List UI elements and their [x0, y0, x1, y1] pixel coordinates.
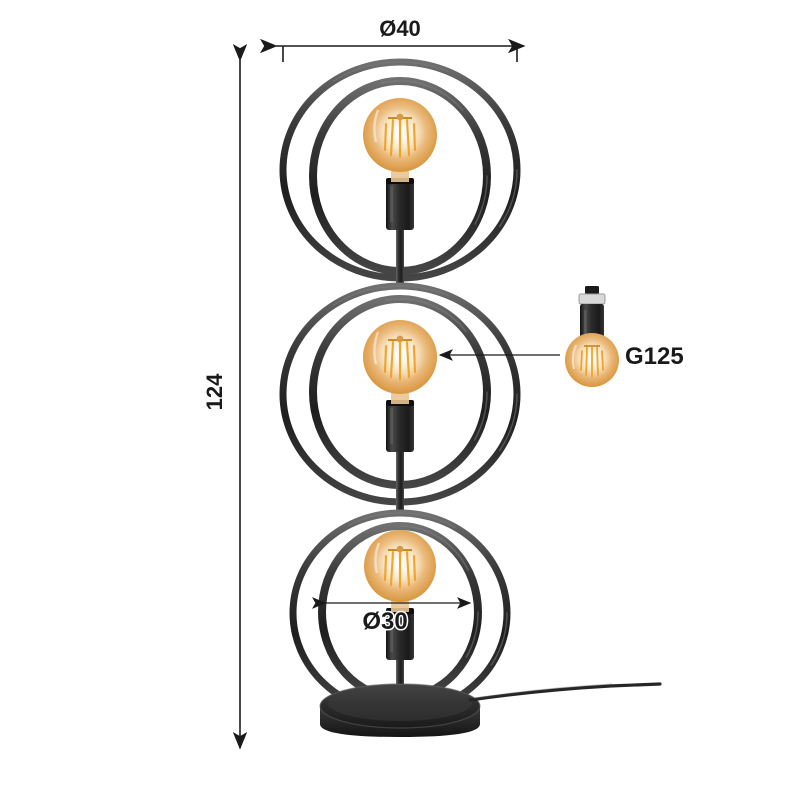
top-ring-unit: [279, 58, 521, 286]
lamp-base: [319, 683, 481, 737]
top-outer-ring-sheen: [282, 61, 518, 279]
middle-stem: [396, 452, 404, 510]
bottom-inner-ring-sheen: [321, 525, 479, 699]
top-inner-ring-sheen: [312, 80, 488, 272]
middle-ring-unit: [279, 282, 521, 510]
power-cable: [468, 682, 662, 702]
dimension-height-label: 124: [202, 373, 227, 410]
top-bulb: [363, 98, 437, 182]
dimension-inner: Ø30: [312, 597, 472, 637]
top-socket: [386, 178, 414, 230]
middle-outer-ring-sheen: [282, 285, 518, 503]
middle-socket: [386, 400, 414, 452]
bottom-bulb: [364, 530, 436, 612]
top-stem: [396, 228, 404, 286]
bottom-outer-ring-sheen: [292, 512, 508, 714]
callout-bulb-type-label: G125: [625, 343, 684, 370]
dimension-inner-label: Ø30: [362, 608, 407, 635]
reference-bulb: [565, 286, 619, 387]
power-cable-sheen: [473, 683, 613, 699]
middle-bulb: [363, 320, 437, 404]
middle-inner-ring-sheen: [312, 298, 488, 486]
dimension-height: 124: [201, 44, 248, 750]
dimension-width-label: Ø40: [379, 16, 421, 41]
dimension-width: Ø40: [260, 15, 526, 62]
callout-bulb-type: G125: [438, 342, 685, 372]
